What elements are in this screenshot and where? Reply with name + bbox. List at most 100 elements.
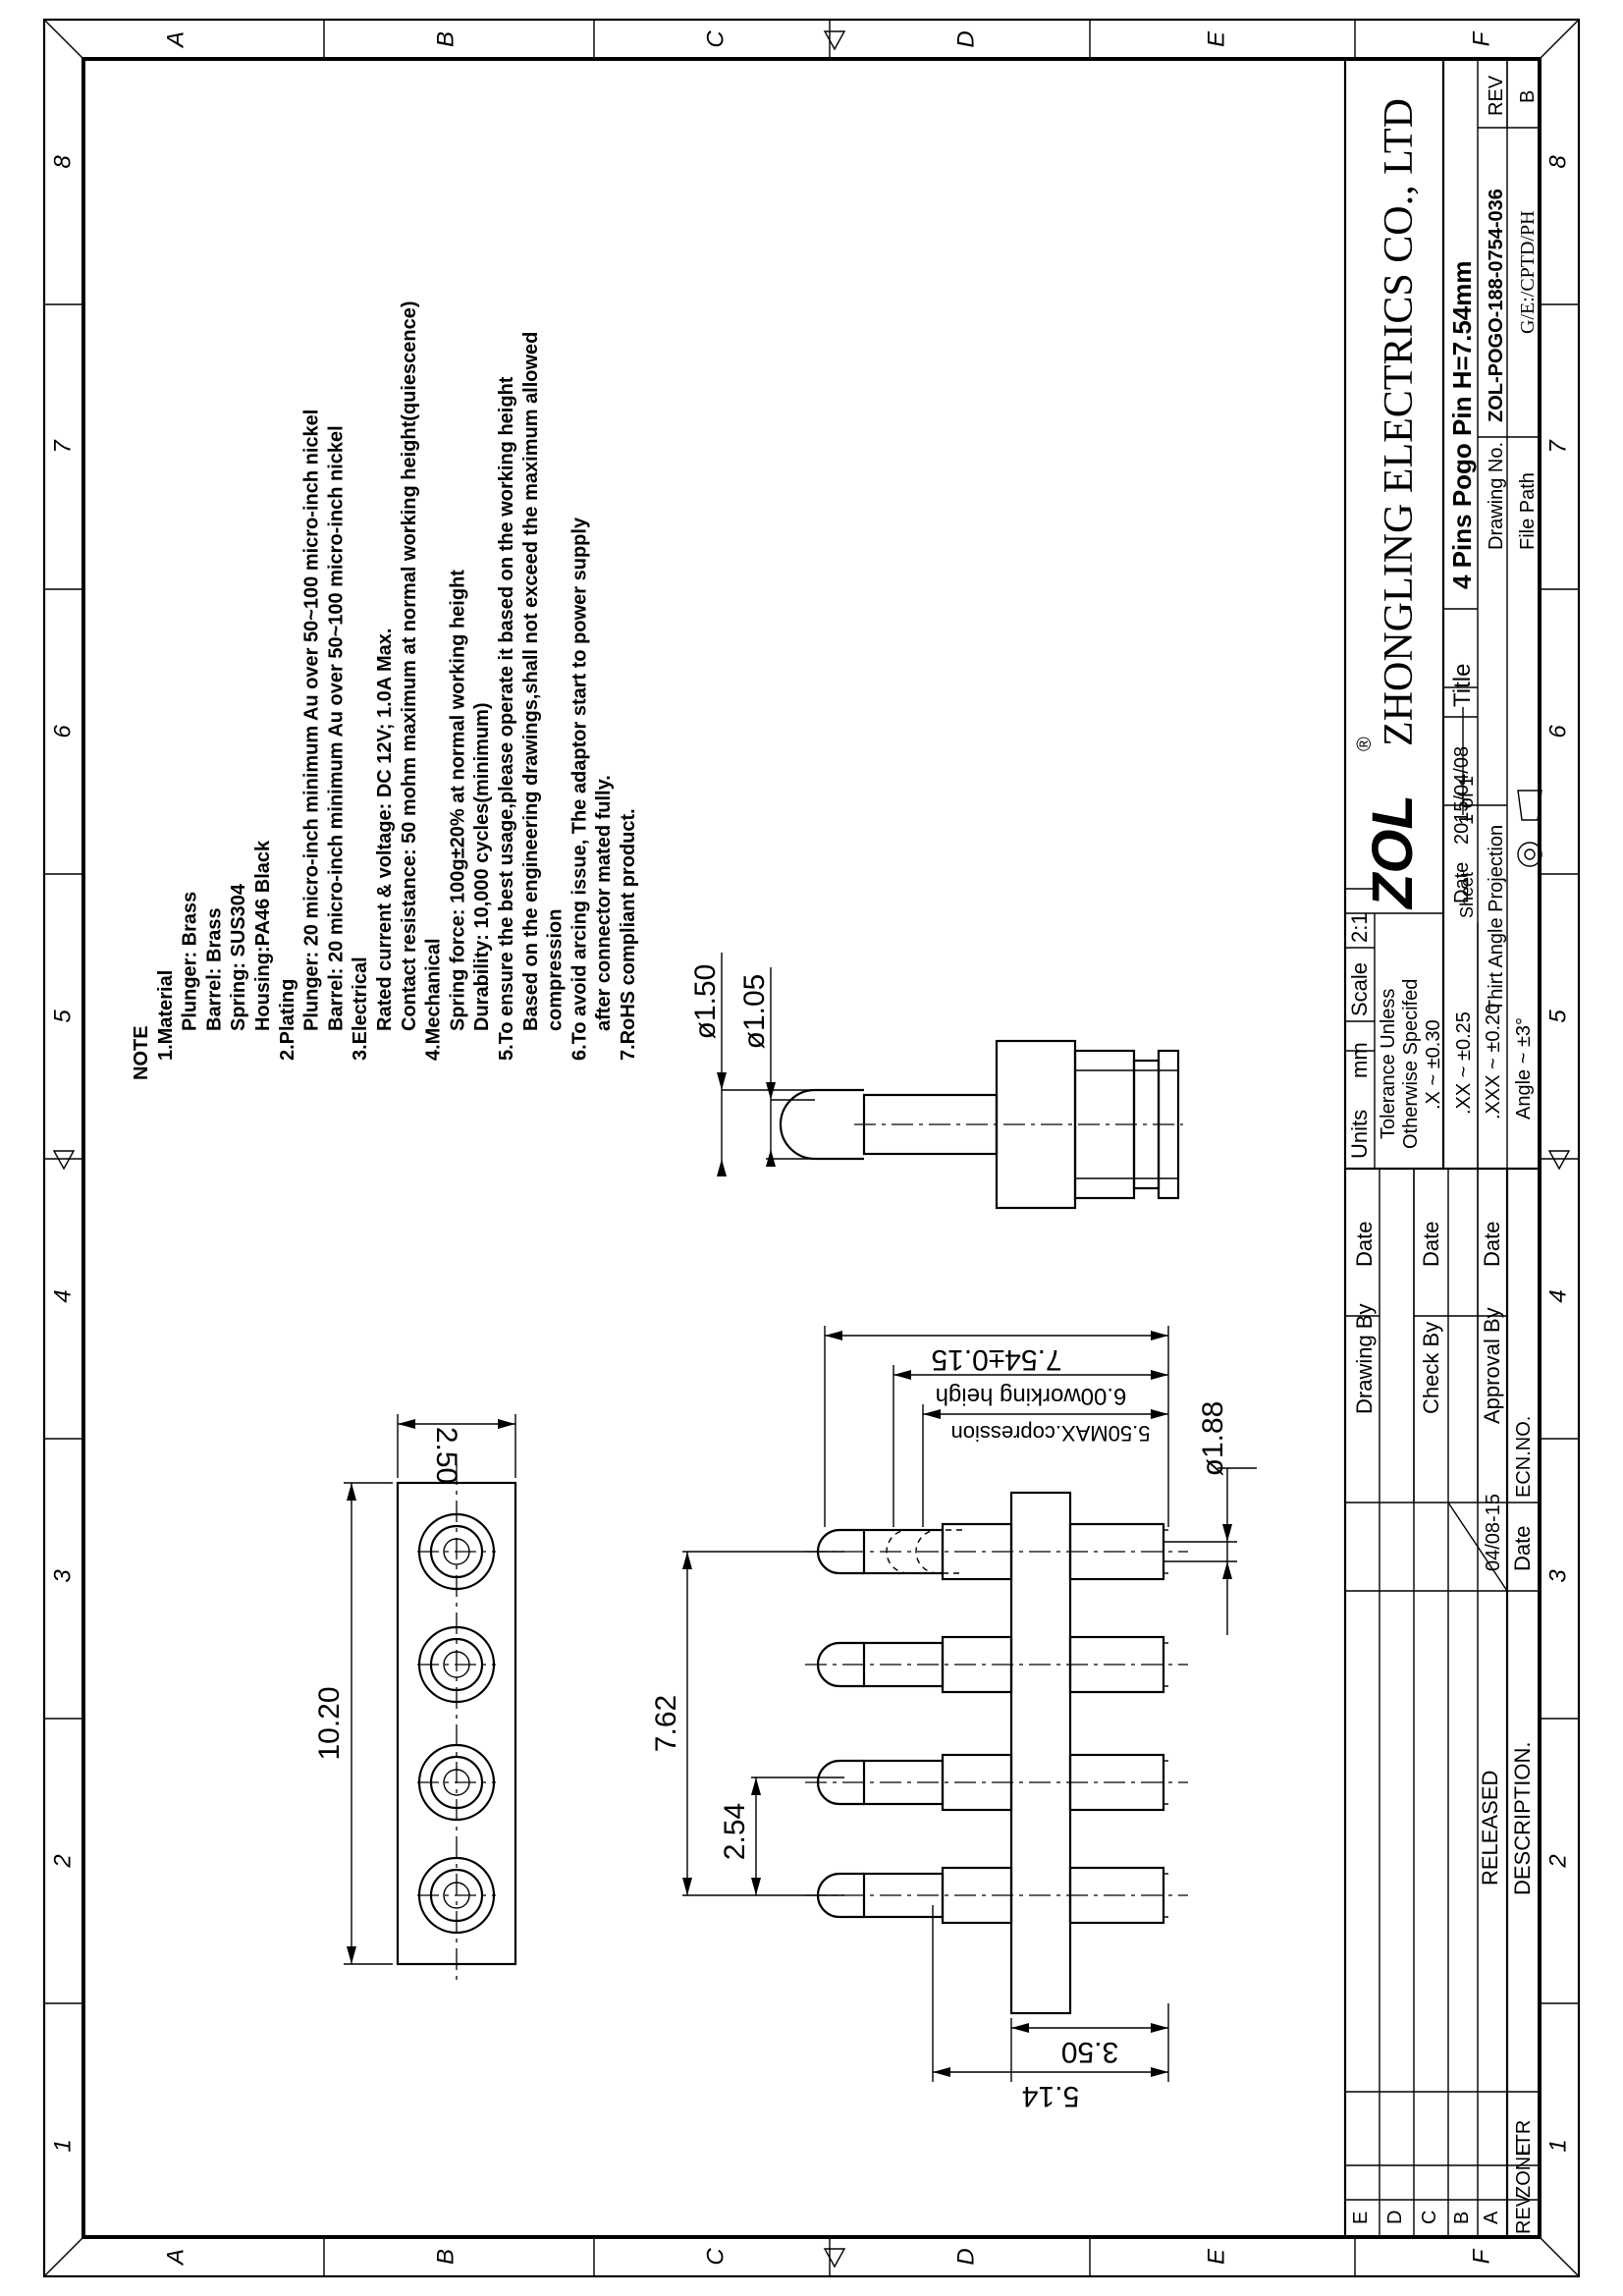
label-drawing-by: Drawing By bbox=[1352, 1304, 1377, 1414]
label-description: DESCRIPTION. bbox=[1510, 1742, 1535, 1895]
value-units: mm bbox=[1347, 1042, 1372, 1078]
zone-row-label: E bbox=[1203, 30, 1229, 47]
note-line: Barrel: 20 micro-inch minimum Au over 50… bbox=[325, 425, 347, 1031]
pins-dimensions: 7.54±0.15 6.00working heigh 5.50MAX.copr… bbox=[650, 1326, 1257, 2112]
zone-col-label: 4 bbox=[1544, 1289, 1571, 1302]
zol-logo: ZOL ® bbox=[1354, 737, 1425, 910]
note-line: compression bbox=[545, 909, 567, 1031]
zone-row-label: D bbox=[952, 2248, 979, 2265]
note-line: Durability: 10,000 cycles(minimum) bbox=[471, 702, 493, 1031]
dim-barrel-diameter: ø1.88 bbox=[1197, 1401, 1229, 1477]
pogo-pin bbox=[805, 1866, 1188, 1925]
single-pin-view: ø1.50 ø1.05 bbox=[689, 953, 1183, 1210]
tolerance-xx: .XX ~ ±0.25 bbox=[1453, 1011, 1475, 1115]
rev-row-label: B bbox=[1451, 2212, 1473, 2224]
zone-col-label: 1 bbox=[1544, 2139, 1571, 2152]
label-drawing-no: Drawing No. bbox=[1486, 442, 1507, 550]
label-zone: ZONE bbox=[1513, 2143, 1535, 2198]
dim-outer-diameter: ø1.50 bbox=[689, 964, 722, 1040]
note-line: Plunger: Brass bbox=[180, 892, 201, 1031]
file-path: G/E:/CPTD/PH bbox=[1517, 210, 1539, 334]
label-ecn-no: ECN.NO. bbox=[1513, 1416, 1535, 1498]
zone-col-label: 2 bbox=[1544, 1854, 1571, 1868]
tolerance-x: .X ~ ±0.30 bbox=[1423, 1019, 1444, 1110]
zone-col-label: 7 bbox=[1544, 439, 1571, 454]
zone-row-label: A bbox=[162, 31, 189, 49]
label-title: Title bbox=[1449, 664, 1476, 707]
tolerance-line-1: Tolerance Unless bbox=[1378, 989, 1399, 1139]
zone-row-label: F bbox=[1468, 30, 1494, 46]
note-line: Based on the engineering drawings,shall … bbox=[520, 332, 542, 1031]
label-check-date: Date bbox=[1419, 1222, 1443, 1267]
dim-housing-width: 2.50 bbox=[430, 1427, 462, 1484]
dim-inner-diameter: ø1.05 bbox=[738, 974, 771, 1050]
zone-col-label: 3 bbox=[49, 1569, 76, 1583]
outer-border bbox=[42, 18, 1581, 2278]
note-line: Spring force: 100g±20% at normal working… bbox=[447, 570, 468, 1031]
pins-side-view bbox=[805, 1491, 1188, 2015]
note-line: Contact resistance: 50 mohm maximum at n… bbox=[399, 301, 420, 1031]
rev-row-label: A bbox=[1481, 2211, 1502, 2224]
note-line: Housing:PA46 Black bbox=[252, 840, 274, 1031]
dim-span: 7.62 bbox=[650, 1695, 682, 1752]
housing-base bbox=[1009, 1491, 1072, 2015]
drawing-title: 4 Pins Pogo Pin H=7.54mm bbox=[1447, 261, 1477, 590]
label-ecn-date: Date bbox=[1510, 1526, 1535, 1571]
zone-row-label: B bbox=[432, 2249, 459, 2265]
dim-flange-height: 5.14 bbox=[1022, 2080, 1079, 2112]
label-units: Units bbox=[1347, 1110, 1372, 1159]
value-date: 2015/04/08 bbox=[1451, 746, 1473, 845]
zone-col-label: 5 bbox=[49, 1010, 76, 1023]
note-line: 6.To avoid arcing issue, The adaptor sta… bbox=[568, 517, 590, 1061]
value-scale: 2:1 bbox=[1347, 912, 1372, 943]
revision-block: Drawing By Date Check By Date Approval B… bbox=[1343, 1167, 1540, 2237]
company-name: ZHONGLING ELECTRICS CO., LTD bbox=[1377, 98, 1422, 746]
label-ltr: LTR bbox=[1513, 2120, 1535, 2156]
pogo-pin bbox=[805, 1635, 1188, 1694]
label-released: RELEASED bbox=[1478, 1771, 1502, 1886]
zone-col-label: 7 bbox=[49, 439, 76, 454]
centering-arrow bbox=[823, 30, 846, 51]
label-date: Date bbox=[1451, 862, 1473, 903]
dim-base-height: 3.50 bbox=[1061, 2036, 1118, 2068]
zone-row-label: E bbox=[1203, 2248, 1229, 2265]
zone-col-label: 2 bbox=[49, 1854, 76, 1868]
centering-arrow bbox=[823, 2248, 846, 2269]
rev-row-label: D bbox=[1384, 2211, 1406, 2224]
inner-border bbox=[81, 57, 1542, 2239]
label-rev: REV bbox=[1486, 75, 1507, 116]
note-line: NOTE bbox=[131, 1025, 152, 1080]
zone-col-label: 4 bbox=[49, 1289, 76, 1302]
label-drawing-date: Date bbox=[1352, 1222, 1377, 1267]
label-released-date: 04/08-15 bbox=[1483, 1494, 1504, 1571]
note-line: 1.Material bbox=[155, 970, 177, 1061]
note-line: 3.Electrical bbox=[350, 957, 371, 1061]
zone-col-label: 8 bbox=[49, 155, 76, 169]
pogo-pin bbox=[805, 1753, 1188, 1812]
value-rev: B bbox=[1517, 90, 1539, 103]
note-line: Rated current & voltage: DC 12V; 1.0A Ma… bbox=[374, 629, 396, 1032]
label-check-by: Check By bbox=[1419, 1322, 1443, 1414]
note-line: 4.Mechanical bbox=[423, 938, 445, 1061]
label-scale: Scale bbox=[1347, 962, 1372, 1016]
rev-row-label: E bbox=[1350, 2212, 1372, 2224]
label-approval-by: Approval By bbox=[1480, 1307, 1504, 1424]
centering-arrow bbox=[52, 1150, 76, 1171]
housing-top-view: 10.20 2.50 bbox=[313, 1414, 517, 1984]
rev-row-label: C bbox=[1419, 2211, 1440, 2224]
value-sheet: 1 of 1 bbox=[1456, 776, 1478, 825]
dim-pitch: 2.54 bbox=[719, 1803, 751, 1860]
zone-col-label: 8 bbox=[1544, 155, 1571, 169]
note-line: after connector mated fully. bbox=[593, 775, 615, 1031]
pogo-pin bbox=[805, 1522, 1188, 1581]
note-line: 7.RoHS compliant product. bbox=[618, 808, 639, 1061]
dim-max-compression: 5.50MAX.copression bbox=[951, 1421, 1151, 1446]
label-file-path: File Path bbox=[1517, 472, 1539, 550]
label-rev: REV bbox=[1513, 2193, 1535, 2234]
zone-row-label: C bbox=[702, 30, 729, 48]
zone-row-label: D bbox=[952, 30, 979, 47]
zone-row-label: C bbox=[702, 2248, 729, 2266]
zone-col-label: 3 bbox=[1544, 1569, 1571, 1583]
label-approval-date: Date bbox=[1480, 1222, 1504, 1267]
